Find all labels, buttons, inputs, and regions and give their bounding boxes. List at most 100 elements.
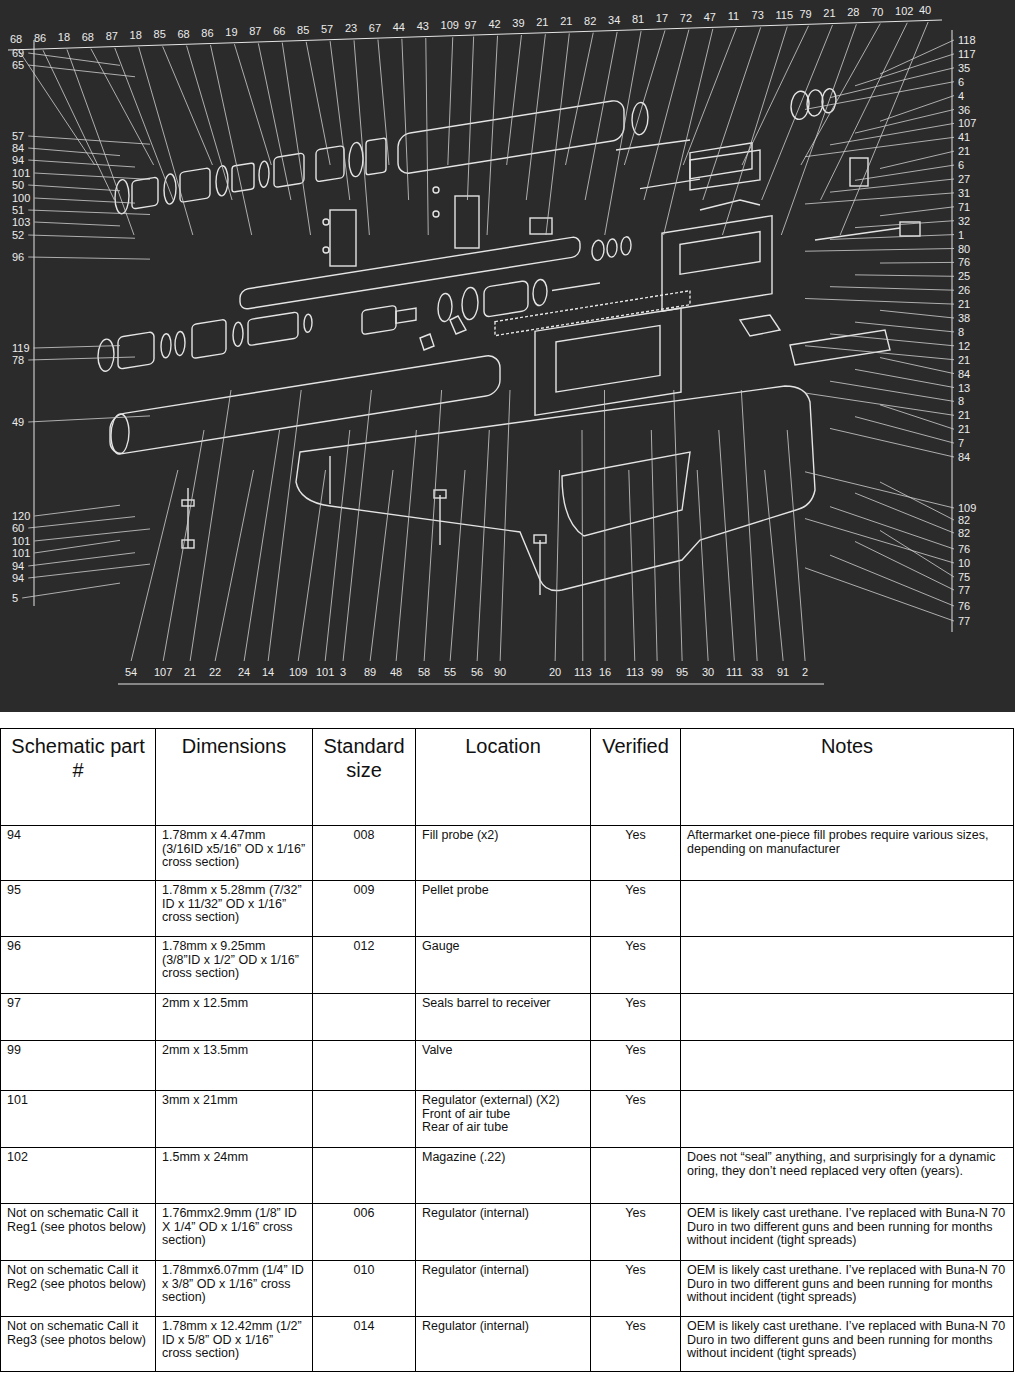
table-cell: 101	[1, 1091, 156, 1148]
callout-number: 38	[958, 312, 970, 324]
table-row: 992mm x 13.5mmValveYes	[1, 1041, 1014, 1091]
leader-line	[830, 507, 954, 549]
table-cell	[681, 881, 1014, 937]
leader-line	[28, 357, 135, 360]
cell-text: Front of air tube	[422, 1108, 584, 1122]
table-cell: Yes	[591, 881, 681, 937]
column-header: Schematic part #	[7, 734, 149, 782]
cell-text: 008	[319, 829, 409, 843]
leader-line	[507, 35, 522, 165]
table-cell	[681, 937, 1014, 994]
leader-line	[28, 257, 150, 259]
table-cell: 102	[1, 1148, 156, 1204]
leader-line	[467, 37, 473, 201]
leader-line	[805, 346, 954, 360]
callout-number: 103	[12, 216, 30, 228]
leader-line	[880, 151, 954, 168]
table-row: 951.78mm x 5.28mm (7/32” ID x 11/32” OD …	[1, 881, 1014, 937]
table-row: Not on schematic Call it Reg3 (see photo…	[1, 1317, 1014, 1372]
callout-number: 21	[184, 666, 196, 678]
leader-line	[163, 46, 213, 165]
callout-number: 113	[574, 666, 592, 678]
cell-text: OEM is likely cast urethane. I’ve replac…	[687, 1207, 1007, 1248]
cell-text: 97	[7, 997, 149, 1011]
table-cell	[591, 1148, 681, 1204]
callout-number: 87	[249, 25, 261, 37]
cell-text: 96	[7, 940, 149, 954]
callout-number: 42	[488, 18, 500, 30]
leader-line	[477, 430, 489, 661]
callout-number: 77	[958, 615, 970, 627]
callout-number: 72	[680, 12, 692, 24]
table-cell	[313, 1041, 416, 1091]
leader-line	[880, 207, 954, 216]
table-cell: 1.78mmx6.07mm (1/4” ID x 3/8” OD x 1/16”…	[156, 1261, 313, 1317]
callout-number: 19	[225, 26, 237, 38]
leader-line	[343, 390, 371, 661]
leader-line	[190, 390, 231, 661]
table-row: 1013mm x 21mmRegulator (external) (X2)Fr…	[1, 1091, 1014, 1148]
leader-line	[855, 417, 954, 443]
leader-line	[855, 542, 954, 591]
leader-line	[244, 430, 279, 661]
callout-number: 81	[632, 13, 644, 25]
leader-line	[28, 553, 135, 566]
callout-number: 43	[417, 20, 429, 32]
cell-text: Aftermarket one-piece fill probes requir…	[687, 829, 1007, 856]
table-cell: OEM is likely cast urethane. I’ve replac…	[681, 1261, 1014, 1317]
table-cell: Yes	[591, 937, 681, 994]
table-row: 941.78mm x 4.47mm (3/16ID x5/16” OD x 1/…	[1, 826, 1014, 881]
cell-text: 94	[7, 829, 149, 843]
leader-line	[426, 38, 428, 235]
cell-text: 95	[7, 884, 149, 898]
callout-number: 41	[958, 131, 970, 143]
callout-number: 107	[958, 117, 976, 129]
leader-line	[34, 222, 120, 226]
cell-text: 1.78mm x 9.25mm (3/8”ID x 1/2” OD x 1/16…	[162, 940, 306, 981]
callout-number: 65	[12, 59, 24, 71]
table-cell: 008	[313, 826, 416, 881]
table-cell: Gauge	[416, 937, 591, 994]
callout-number: 109	[958, 502, 976, 514]
callout-number: 23	[345, 22, 357, 34]
cell-text: 1.78mm x 12.42mm (1/2” ID x 5/8” OD x 1/…	[162, 1320, 306, 1361]
cell-text: Yes	[597, 1094, 674, 1108]
table-cell	[681, 1091, 1014, 1148]
leader-line	[28, 416, 150, 422]
leader-line	[34, 173, 150, 179]
callout-number: 58	[418, 666, 430, 678]
callout-number: 17	[656, 12, 668, 24]
leader-line	[34, 505, 120, 516]
callout-number: 20	[549, 666, 561, 678]
table-cell: Aftermarket one-piece fill probes requir…	[681, 826, 1014, 881]
callout-number: 35	[958, 62, 970, 74]
table-cell: 99	[1, 1041, 156, 1091]
leader-line	[34, 346, 120, 348]
table-row: Not on schematic Call it Reg2 (see photo…	[1, 1261, 1014, 1317]
table-cell: Yes	[591, 994, 681, 1041]
leader-line	[546, 33, 569, 235]
cell-text: Regulator (external) (X2)	[422, 1094, 584, 1108]
leader-line	[402, 39, 409, 200]
callout-number: 6	[958, 159, 964, 171]
table-cell: 2mm x 13.5mm	[156, 1041, 313, 1091]
cell-text: Yes	[597, 1320, 674, 1334]
table-row: 96 1.78mm x 9.25mm (3/8”ID x 1/2” OD x 1/…	[1, 937, 1014, 994]
leader-line	[830, 555, 954, 606]
callout-number: 10	[958, 557, 970, 569]
leader-line	[582, 430, 584, 661]
leader-line	[28, 136, 150, 144]
leader-line	[830, 287, 954, 291]
table-cell: 95	[1, 881, 156, 937]
callout-number: 68	[177, 28, 189, 40]
leader-line	[855, 54, 954, 86]
callout-number: 56	[471, 666, 483, 678]
table-cell: Regulator (internal)	[416, 1317, 591, 1372]
cell-text: Regulator (internal)	[422, 1264, 584, 1278]
leader-line	[585, 32, 617, 200]
callout-number: 5	[12, 592, 18, 604]
leader-line	[629, 470, 635, 661]
callout-number: 117	[958, 48, 976, 60]
callout-number: 6	[958, 76, 964, 88]
leader-line	[282, 43, 310, 235]
